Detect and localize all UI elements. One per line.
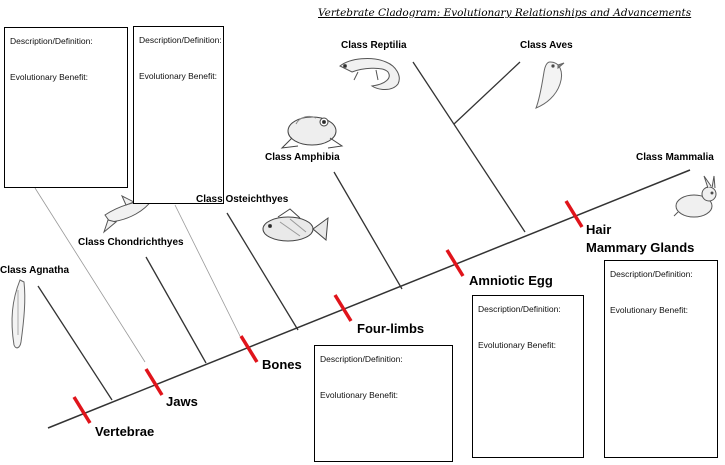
- branch-osteichthyes: [226, 212, 299, 331]
- class-label-mammalia: Class Mammalia: [636, 152, 714, 163]
- benefit-label: Evolutionary Benefit:: [320, 390, 398, 400]
- class-label-chondrichthyes: Class Chondrichthyes: [78, 237, 184, 248]
- class-label-agnatha: Class Agnatha: [0, 265, 70, 276]
- description-label: Description/Definition:: [478, 304, 561, 314]
- frog-icon: [280, 115, 344, 149]
- description-label: Description/Definition:: [320, 354, 403, 364]
- class-label-aves: Class Aves: [520, 40, 573, 51]
- branch-aves: [453, 61, 521, 125]
- branch-amniote: [412, 61, 526, 233]
- lizard-icon: [339, 58, 400, 90]
- definition-box-four-limbs[interactable]: Description/Definition: Evolutionary Ben…: [472, 295, 584, 458]
- class-label-reptilia: Class Reptilia: [341, 40, 407, 51]
- trait-label-bones: Bones: [262, 357, 302, 372]
- benefit-label: Evolutionary Benefit:: [139, 71, 217, 81]
- trait-label-four-limbs: Four-limbs: [357, 321, 425, 336]
- rabbit-icon: [673, 175, 717, 218]
- trait-label-amniotic-egg: Amniotic Egg: [469, 273, 553, 288]
- definition-box-bones[interactable]: Description/Definition: Evolutionary Ben…: [314, 345, 453, 462]
- trait-marker-amniotic-egg: [445, 249, 465, 277]
- trait-marker-four-limbs: [333, 294, 353, 322]
- definition-box-vertebrae[interactable]: Description/Definition: Evolutionary Ben…: [4, 27, 128, 188]
- definition-box-jaws[interactable]: Description/Definition: Evolutionary Ben…: [133, 26, 224, 204]
- class-label-osteichthyes: Class Osteichthyes: [196, 194, 289, 205]
- connector-line-vertebrae-box: [34, 187, 146, 363]
- trait-label-jaws: Jaws: [166, 394, 198, 409]
- branch-amphibia: [333, 171, 403, 290]
- bird-icon: [535, 61, 565, 109]
- class-label-amphibia: Class Amphibia: [265, 152, 340, 163]
- definition-box-amniotic-egg[interactable]: Description/Definition: Evolutionary Ben…: [604, 260, 718, 458]
- trait-marker-hair: [564, 200, 584, 228]
- benefit-label: Evolutionary Benefit:: [478, 340, 556, 350]
- connector-line-jaws-box: [174, 204, 241, 337]
- bony-fish-icon: [262, 208, 329, 242]
- description-label: Description/Definition:: [610, 269, 693, 279]
- description-label: Description/Definition:: [10, 36, 93, 46]
- trait-label-vertebrae: Vertebrae: [95, 424, 155, 439]
- trait-marker-vertebrae: [72, 396, 92, 424]
- description-label: Description/Definition:: [139, 35, 222, 45]
- branch-agnatha: [37, 285, 113, 401]
- trait-label-hair: Hair: [586, 222, 612, 237]
- trait-label-mammary-glands: Mammary Glands: [586, 240, 695, 255]
- branch-chondrichthyes: [145, 256, 207, 364]
- page-title: Vertebrate Cladogram: Evolutionary Relat…: [318, 7, 692, 19]
- lamprey-icon: [11, 279, 26, 349]
- trait-marker-bones: [239, 335, 259, 363]
- benefit-label: Evolutionary Benefit:: [10, 72, 88, 82]
- trait-marker-jaws: [144, 368, 164, 396]
- benefit-label: Evolutionary Benefit:: [610, 305, 688, 315]
